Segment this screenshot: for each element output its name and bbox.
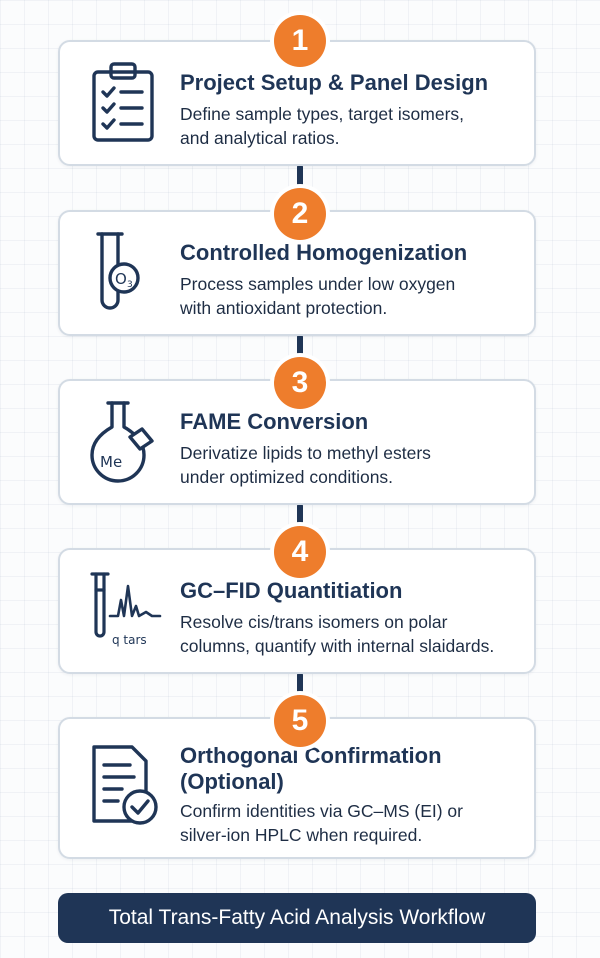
step-card-5: Orthogonal Confirmation (Optional) Confi… <box>58 717 536 859</box>
step-3-description-line-1: Derivatize lipids to methyl esters <box>180 443 431 463</box>
step-3-description-line-2: under optimized conditions. <box>180 467 394 487</box>
connector-line-3-4 <box>297 503 303 531</box>
step-1-title: Project Setup & Panel Design <box>180 70 489 95</box>
connector-line-2-3 <box>297 334 303 362</box>
connector-line-1-2 <box>297 164 303 192</box>
test-tube-oxygen-icon: O 3 <box>88 228 162 314</box>
flask-methyl-icon: Me <box>88 397 162 483</box>
methyl-label: Me <box>100 453 122 471</box>
step-5-title-line-1: Orthogonal Confirmation <box>180 743 442 768</box>
step-5-description-line-1: Confirm identities via GC–MS (EI) or <box>180 801 463 821</box>
step-number-badge-3: 3 <box>274 357 326 409</box>
trans-label: q tars <box>112 633 147 647</box>
step-5-title-line-2: (Optional) <box>180 769 284 794</box>
document-check-icon <box>88 743 162 829</box>
oxygen-symbol: O <box>115 270 127 288</box>
step-1-description-line-2: and analytical ratios. <box>180 128 340 148</box>
step-2-title: Controlled Homogenization <box>180 240 468 265</box>
step-2-description-line-2: with antioxidant protection. <box>180 298 388 318</box>
step-4-title: GC–FID Quantitiation <box>180 578 403 603</box>
step-4-description-line-1: Resolve cis/trans isomers on polar <box>180 612 448 632</box>
step-3-title: FAME Conversion <box>180 409 369 434</box>
step-4-description-line-2: columns, quantify with internal slaidard… <box>180 636 495 656</box>
step-number-badge-2: 2 <box>274 188 326 240</box>
step-number-badge-4: 4 <box>274 526 326 578</box>
connector-line-4-5 <box>297 672 303 700</box>
step-1-description-line-1: Define sample types, target isomers, <box>180 104 465 124</box>
workflow-title-banner: Total Trans-Fatty Acid Analysis Workflow <box>58 893 536 943</box>
step-2-description-line-1: Process samples under low oxygen <box>180 274 456 294</box>
step-number-badge-5: 5 <box>274 695 326 747</box>
step-number-badge-1: 1 <box>274 15 326 67</box>
clipboard-checklist-icon <box>88 60 162 146</box>
chromatogram-tube-icon: q tars <box>88 566 162 652</box>
svg-text:3: 3 <box>127 280 133 290</box>
step-5-description-line-2: silver-ion HPLC when required. <box>180 825 423 845</box>
